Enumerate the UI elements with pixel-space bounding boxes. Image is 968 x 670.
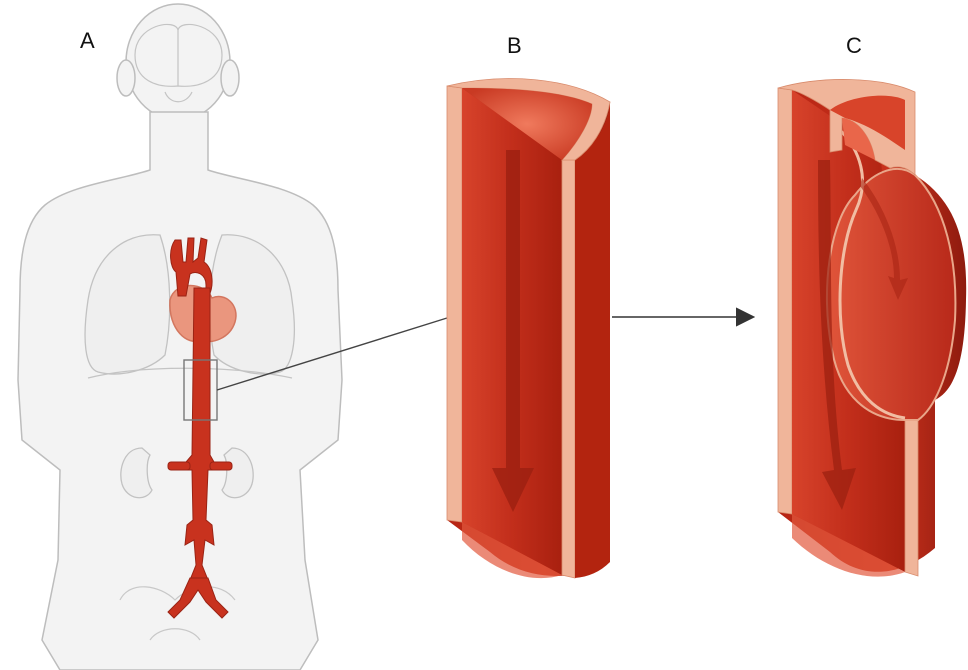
normal-aorta-segment-icon xyxy=(447,79,610,579)
aortic-dissection-segment-icon xyxy=(778,79,966,576)
